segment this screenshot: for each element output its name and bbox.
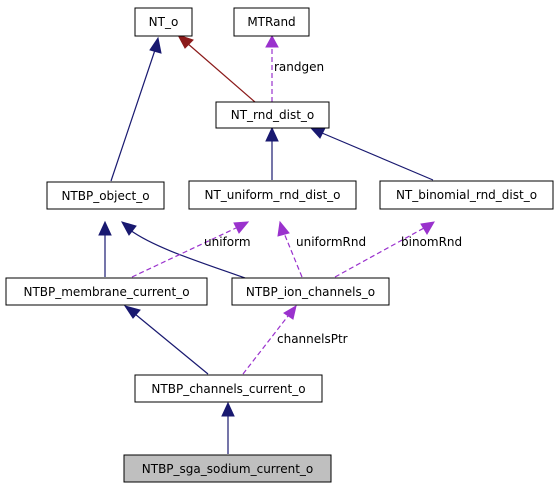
node-nt-binomial-rnd-dist-o[interactable]: NT_binomial_rnd_dist_o xyxy=(379,180,554,210)
node-mtrand[interactable]: MTRand xyxy=(233,7,310,37)
node-label: NT_uniform_rnd_dist_o xyxy=(204,188,340,202)
node-label: NTBP_channels_current_o xyxy=(151,382,305,396)
edge-channels-ptr: channelsPtr xyxy=(242,304,348,375)
node-ntbp-object-o[interactable]: NTBP_object_o xyxy=(46,181,165,210)
edge-arrowhead xyxy=(420,221,435,235)
edge-arrowhead xyxy=(277,220,290,237)
node-label: NTBP_sga_sodium_current_o xyxy=(142,462,313,476)
node-label: NT_o xyxy=(149,15,179,29)
edge-ntbp-object-to-nt-o xyxy=(110,36,162,182)
node-label: NTBP_membrane_current_o xyxy=(23,285,189,299)
edge-randgen: randgen xyxy=(265,34,324,102)
edge-uniform-to-rnd-dist xyxy=(265,126,279,180)
edge-label-uniform-rnd: uniformRnd xyxy=(296,235,366,249)
node-label: NTBP_ion_channels_o xyxy=(246,285,375,299)
edge-arrowhead xyxy=(221,401,235,417)
edge-binomial-to-rnd-dist xyxy=(309,127,434,181)
node-label: MTRand xyxy=(247,15,295,29)
edge-binom-rnd: binomRnd xyxy=(334,221,462,278)
edge-membrane-to-object xyxy=(98,220,112,277)
edge-nt-rnd-dist-to-nt-o xyxy=(176,34,256,103)
edge-label-binom-rnd: binomRnd xyxy=(401,235,462,249)
edge-arrowhead xyxy=(265,126,279,142)
edge-uniform-rnd: uniformRnd xyxy=(277,220,366,278)
edge-arrowhead xyxy=(309,127,326,139)
node-ntbp-channels-current-o[interactable]: NTBP_channels_current_o xyxy=(134,374,323,403)
node-label: NT_rnd_dist_o xyxy=(231,108,315,122)
edge-channels-current-to-membrane xyxy=(123,305,209,375)
edge-arrowhead xyxy=(149,36,162,54)
edge-arrowhead xyxy=(265,34,279,48)
node-nt-rnd-dist-o[interactable]: NT_rnd_dist_o xyxy=(215,101,330,129)
edge-arrowhead xyxy=(283,304,297,320)
node-ntbp-ion-channels-o[interactable]: NTBP_ion_channels_o xyxy=(231,277,390,306)
edge-arrowhead xyxy=(120,221,137,236)
node-ntbp-sga-sodium-current-o[interactable]: NTBP_sga_sodium_current_o xyxy=(123,454,332,483)
node-nt-uniform-rnd-dist-o[interactable]: NT_uniform_rnd_dist_o xyxy=(188,180,357,210)
edge-arrowhead xyxy=(233,221,250,234)
node-ntbp-membrane-current-o[interactable]: NTBP_membrane_current_o xyxy=(5,277,208,306)
edge-label-randgen: randgen xyxy=(274,60,324,74)
edge-sga-sodium-to-channels-current xyxy=(221,401,235,454)
node-label: NT_binomial_rnd_dist_o xyxy=(396,188,537,202)
node-nt-o[interactable]: NT_o xyxy=(134,7,193,37)
edge-arrowhead xyxy=(98,220,112,236)
edge-uniform: uniform xyxy=(131,221,251,278)
edge-ion-channels-to-object xyxy=(120,221,246,279)
edge-label-channels-ptr: channelsPtr xyxy=(277,332,348,346)
edge-label-uniform: uniform xyxy=(204,235,251,249)
edge-arrowhead xyxy=(123,305,141,319)
edge-arrowhead xyxy=(176,34,194,49)
node-label: NTBP_object_o xyxy=(61,189,149,203)
